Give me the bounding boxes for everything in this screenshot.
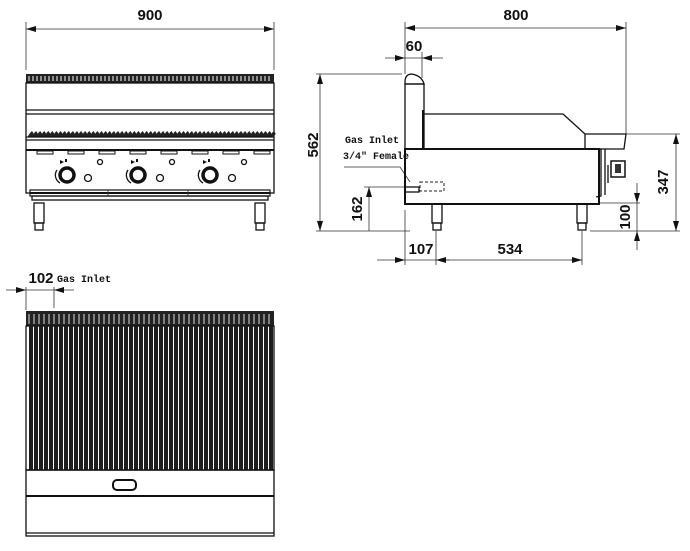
dimension-label-347: 347 (655, 169, 672, 194)
dimension-gas-inlet-102: 102 Gas Inlet (6, 270, 111, 310)
grate-bar (139, 326, 143, 470)
grate-bar (164, 326, 168, 470)
grate-bar (89, 326, 93, 470)
grate-bar (79, 326, 83, 470)
grate-bar (189, 326, 193, 470)
grate-bar (64, 326, 68, 470)
grate-bar (84, 326, 88, 470)
grate-bar (239, 326, 243, 470)
grate-bar (254, 326, 258, 470)
grate-bar (209, 326, 213, 470)
grate-bar (94, 326, 98, 470)
grate-bar (29, 326, 33, 470)
grate-bar (204, 326, 208, 470)
front-view: 900 (25, 7, 276, 231)
front-drip-tray (29, 189, 271, 201)
vent-slot (253, 150, 271, 155)
vent-slot (36, 150, 54, 155)
grate-bar (194, 326, 198, 470)
grate-bar (149, 326, 153, 470)
grate-bar (109, 326, 113, 470)
dimension-height-562: 562 (305, 73, 410, 232)
grate-bar (144, 326, 148, 470)
gas-inlet-size-label: 3/4" Female (343, 151, 409, 163)
vent-slot (67, 150, 85, 155)
top-front-panel (25, 469, 275, 537)
grate-bar (264, 326, 268, 470)
vent-slot (160, 150, 178, 155)
grate-bar (234, 326, 238, 470)
front-legs (33, 202, 266, 231)
grate-bar (69, 326, 73, 470)
grate-bar (269, 326, 273, 470)
grate-bar (119, 326, 123, 470)
grate-bar (34, 326, 38, 470)
grate-bar (44, 326, 48, 470)
dimension-label-562: 562 (305, 132, 322, 157)
grate-bar (49, 326, 53, 470)
burner-knob-2[interactable] (125, 158, 176, 184)
grate-bar (114, 326, 118, 470)
front-body (25, 82, 275, 194)
dimension-splashback-60: 60 (385, 38, 443, 78)
front-teeth (28, 131, 276, 137)
dimension-label-162: 162 (349, 196, 366, 221)
side-knob (607, 160, 626, 183)
gas-inlet-note: Gas Inlet 3/4" Female (343, 135, 411, 183)
top-grill-rail (26, 311, 274, 326)
dimension-leg-height-100: 100 (600, 183, 640, 250)
grate-bar (169, 326, 173, 470)
dimension-gas-inlet-162: 162 (349, 186, 410, 231)
grate-bar (244, 326, 248, 470)
grate-bar (214, 326, 218, 470)
grate-bar (154, 326, 158, 470)
grate-bar (134, 326, 138, 470)
dimension-label-100: 100 (617, 204, 634, 229)
grate-bar (129, 326, 133, 470)
top-view: 102 Gas Inlet (6, 270, 275, 537)
dimension-label-800: 800 (503, 7, 528, 24)
grate-bar (159, 326, 163, 470)
top-gas-inlet-label: Gas Inlet (57, 274, 111, 286)
grate-bar (184, 326, 188, 470)
grate-bar (174, 326, 178, 470)
dimension-label-534: 534 (497, 241, 523, 258)
grate-bar (229, 326, 233, 470)
grate-bar (99, 326, 103, 470)
vent-slot (98, 150, 116, 155)
grate-bar (259, 326, 263, 470)
grate-bar (59, 326, 63, 470)
dimension-legs-107-534: 107 534 (377, 210, 583, 265)
grate-bar (54, 326, 58, 470)
grate-bar (224, 326, 228, 470)
burner-knob-1[interactable] (54, 158, 104, 184)
grate-bar (219, 326, 223, 470)
grate-bar (104, 326, 108, 470)
side-legs (431, 203, 588, 231)
side-body (404, 73, 627, 205)
vent-slot (191, 150, 209, 155)
dimension-label-107: 107 (408, 241, 433, 258)
grate-bar (199, 326, 203, 470)
grate-bar (124, 326, 128, 470)
vent-slot (222, 150, 240, 155)
vent-slot (129, 150, 147, 155)
dimension-label-102: 102 (28, 270, 53, 287)
dimension-width-900: 900 (25, 7, 275, 70)
front-grill-rail (26, 74, 274, 83)
dimension-label-900: 900 (137, 7, 162, 24)
front-vent-slots (36, 150, 271, 155)
drip-tray-handle[interactable] (112, 479, 137, 491)
dimension-label-60: 60 (406, 38, 423, 55)
grate-bar (74, 326, 78, 470)
side-view: 800 60 562 162 Gas Inlet 3/4" Female (305, 7, 680, 265)
gas-inlet-label: Gas Inlet (345, 135, 399, 147)
burner-knob-3[interactable] (197, 158, 248, 184)
grate-bar (39, 326, 43, 470)
grate-bar (249, 326, 253, 470)
dimension-depth-800: 800 (404, 7, 627, 134)
grate-bar (179, 326, 183, 470)
